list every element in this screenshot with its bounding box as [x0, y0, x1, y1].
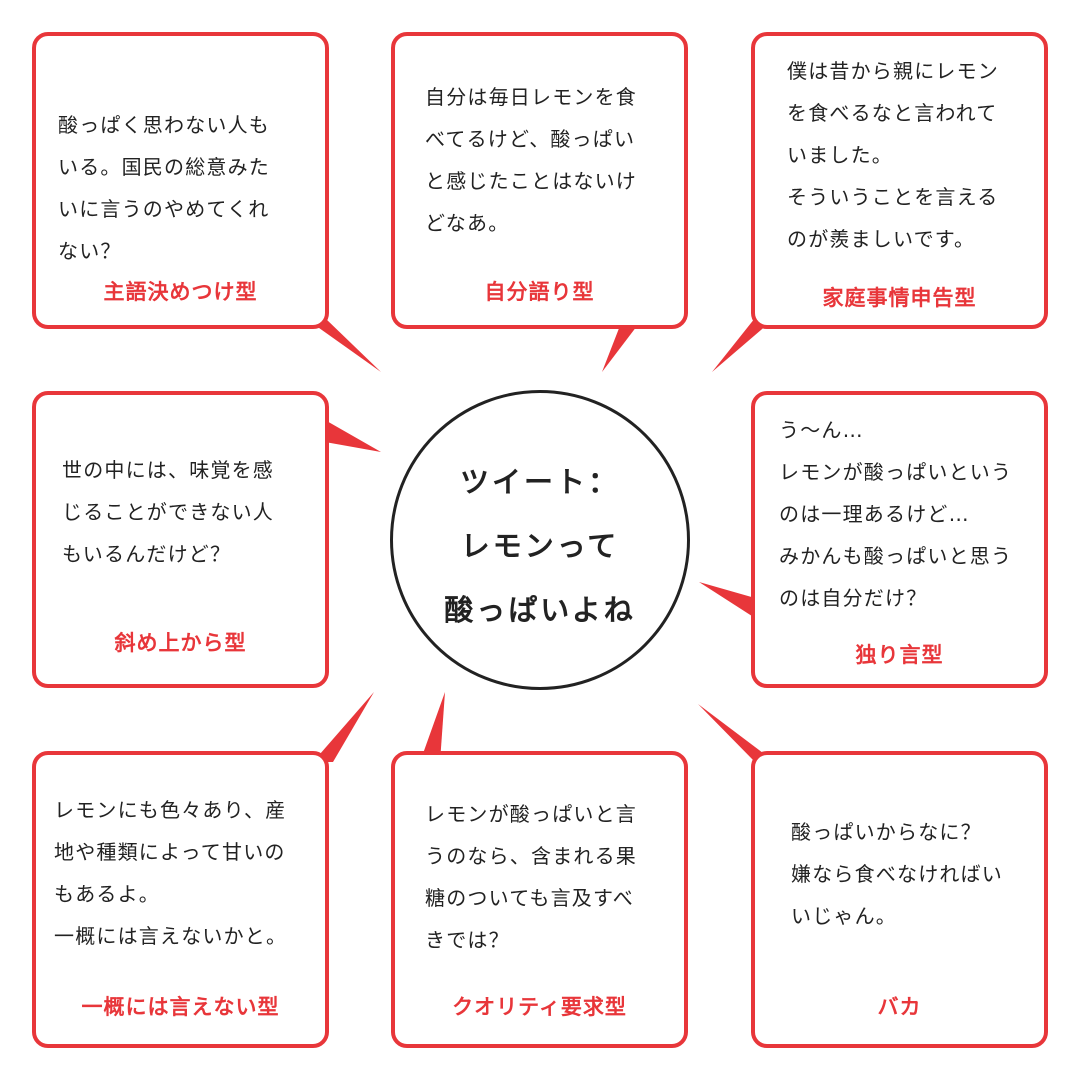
- bubble-top-right-label: 家庭事情申告型: [822, 286, 977, 310]
- tweet-line-3: 酸っぱいよね: [444, 593, 636, 627]
- bubble-top-left-label: 主語決めつけ型: [103, 280, 258, 304]
- tail-bottom-center: [420, 692, 445, 762]
- tail-bottom-left: [313, 692, 374, 762]
- tail-middle-right: [699, 582, 755, 618]
- bubble-bottom-left-label: 一概には言えない型: [81, 995, 280, 1019]
- bubble-bottom-center-text: レモンが酸っぱいと言 うのなら、含まれる果 糖のついても言及すべ きでは？: [425, 802, 637, 952]
- bubble-middle-right-text: う〜ん… レモンが酸っぱいという のは一理あるけど… みかんも酸っぱいと思う の…: [779, 418, 1013, 610]
- bubble-middle-left-text: 世の中には、味覚を感 じることができない人 もいるんだけど？: [62, 458, 274, 566]
- tweet-circle: ツイート： レモンって 酸っぱいよね: [390, 390, 690, 690]
- bubble-middle-left: 世の中には、味覚を感 じることができない人 もいるんだけど？ 斜め上から型: [32, 391, 329, 688]
- bubble-top-right-text: 僕は昔から親にレモン を食べるなと言われて いました。 そういうことを言える の…: [787, 59, 999, 251]
- bubble-top-right: 僕は昔から親にレモン を食べるなと言われて いました。 そういうことを言える の…: [751, 32, 1048, 329]
- tweet-line-1: ツイート：: [459, 465, 620, 499]
- bubble-bottom-right: 酸っぱいからなに？ 嫌なら食べなければい いじゃん。 バカ: [751, 751, 1048, 1048]
- tail-top-right: [712, 318, 775, 372]
- bubble-top-left-text: 酸っぱく思わない人も いる。国民の総意みた いに言うのやめてくれ ない？: [58, 113, 270, 263]
- bubble-top-center-text: 自分は毎日レモンを食 べてるけど、酸っぱい と感じたことはないけ どなあ。: [425, 85, 637, 235]
- bubble-bottom-center-label: クオリティ要求型: [452, 995, 627, 1019]
- bubble-middle-right-label: 独り言型: [855, 643, 944, 667]
- tail-top-left: [305, 318, 381, 372]
- bubble-top-center: 自分は毎日レモンを食 べてるけど、酸っぱい と感じたことはないけ どなあ。 自分…: [391, 32, 688, 329]
- bubble-bottom-center: レモンが酸っぱいと言 うのなら、含まれる果 糖のついても言及すべ きでは？ クオ…: [391, 751, 688, 1048]
- bubble-bottom-right-text: 酸っぱいからなに？ 嫌なら食べなければい いじゃん。: [791, 820, 1003, 928]
- bubble-top-center-label: 自分語り型: [484, 280, 595, 304]
- bubble-bottom-left: レモンにも色々あり、産 地や種類によって甘いの もあるよ。 一概には言えないかと…: [32, 751, 329, 1048]
- bubble-bottom-right-label: バカ: [877, 995, 922, 1019]
- bubble-bottom-left-text: レモンにも色々あり、産 地や種類によって甘いの もあるよ。 一概には言えないかと…: [54, 798, 288, 948]
- bubble-top-left: 酸っぱく思わない人も いる。国民の総意みた いに言うのやめてくれ ない？ 主語決…: [32, 32, 329, 329]
- tweet-line-2: レモンって: [460, 529, 620, 563]
- bubble-middle-left-label: 斜め上から型: [114, 631, 247, 655]
- tail-bottom-right: [698, 704, 775, 762]
- tail-middle-left: [325, 420, 381, 452]
- bubble-middle-right: う〜ん… レモンが酸っぱいという のは一理あるけど… みかんも酸っぱいと思う の…: [751, 391, 1048, 688]
- tail-top-center: [602, 318, 643, 372]
